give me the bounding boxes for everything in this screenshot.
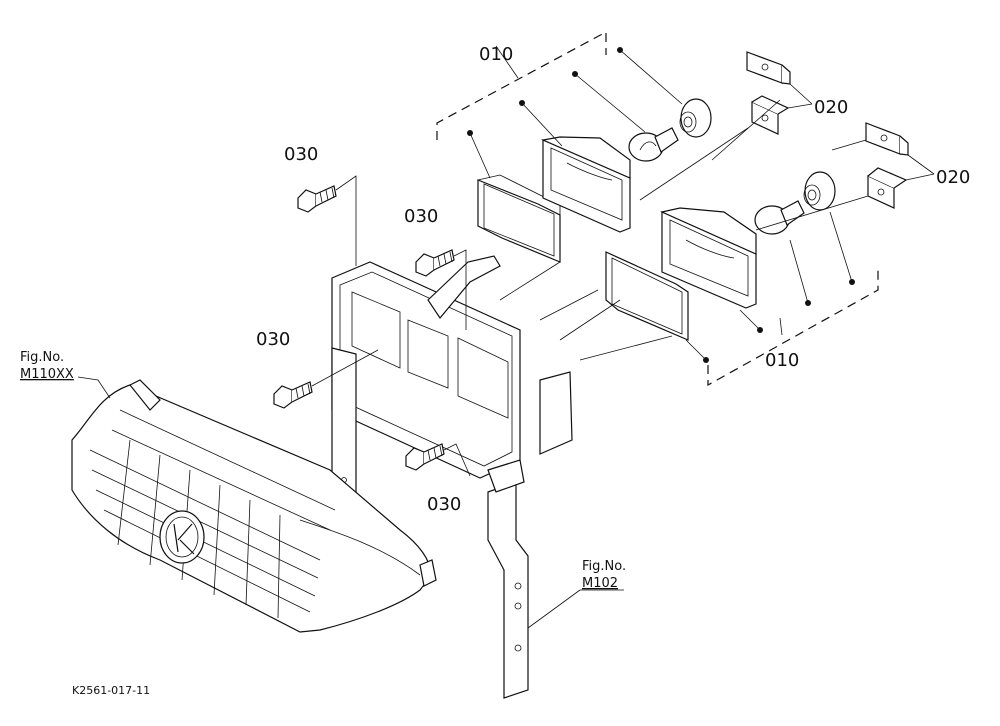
- group-outline-top: [436, 30, 607, 140]
- label-010-bottom: 010: [765, 350, 799, 371]
- label-020-bottom: 020: [936, 167, 970, 188]
- frame-bracket-arm[interactable]: [427, 255, 501, 320]
- label-030-3: 030: [256, 329, 290, 350]
- upper-lamp-lens[interactable]: [477, 174, 561, 263]
- ref-frame-fig-number[interactable]: M102: [582, 576, 618, 591]
- bracket-upper-2[interactable]: [751, 95, 790, 135]
- ref-grille-fig-number[interactable]: M110XX: [20, 367, 74, 382]
- upper-lamp-bulb[interactable]: [628, 127, 679, 162]
- drawing-code: K2561-017-11: [72, 684, 150, 697]
- leader-dots: [467, 47, 855, 363]
- label-020-top: 020: [814, 97, 848, 118]
- label-030-2: 030: [404, 206, 438, 227]
- leader-lines-020: [787, 83, 935, 181]
- upper-lamp-housing[interactable]: [540, 136, 631, 233]
- lower-lamp-socket[interactable]: [803, 171, 836, 211]
- kubota-logo-grille-icon: [159, 510, 205, 564]
- label-010-top: 010: [479, 44, 513, 65]
- bolt-1[interactable]: [297, 185, 337, 213]
- bracket-lower-2[interactable]: [867, 167, 908, 209]
- lower-lamp-lens[interactable]: [605, 251, 689, 341]
- leader-lines: [77, 45, 869, 629]
- bracket-lower-1[interactable]: [865, 122, 909, 156]
- lower-lamp-housing[interactable]: [660, 207, 757, 309]
- bolt-2[interactable]: [415, 249, 455, 277]
- bolt-3[interactable]: [273, 381, 313, 409]
- label-030-1: 030: [284, 144, 318, 165]
- upper-lamp-socket[interactable]: [679, 98, 712, 138]
- stay-bar[interactable]: [487, 459, 529, 699]
- bracket-upper-1[interactable]: [746, 51, 791, 85]
- bolt-4[interactable]: [405, 443, 445, 471]
- grille[interactable]: [71, 379, 437, 633]
- ref-grille-fig-label: Fig.No.: [20, 350, 64, 365]
- label-030-4: 030: [427, 494, 461, 515]
- ref-frame-fig-label: Fig.No.: [582, 559, 626, 574]
